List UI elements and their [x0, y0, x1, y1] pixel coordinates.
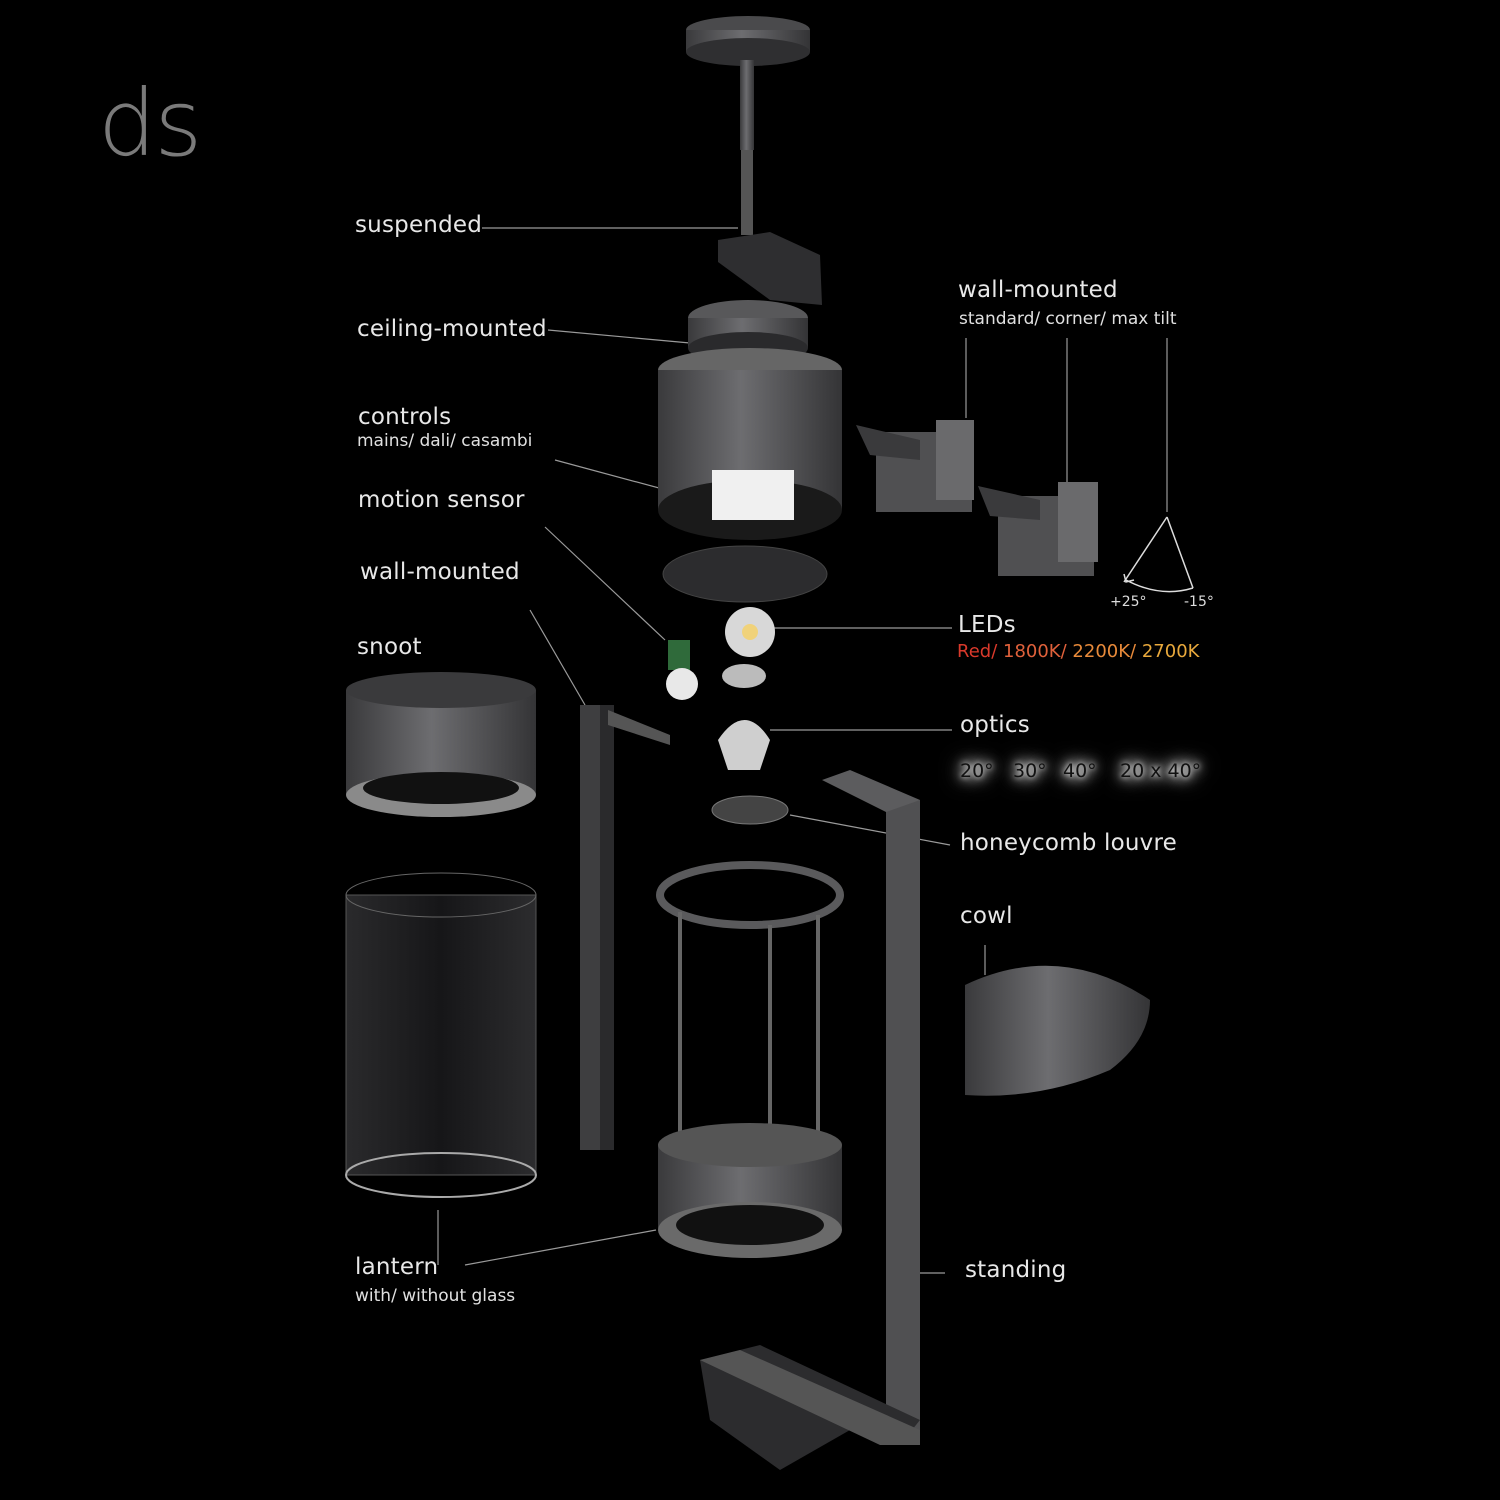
label-leds: LEDs [958, 612, 1016, 638]
label-standing: standing [965, 1257, 1067, 1283]
optic-option: 30° [1013, 760, 1047, 782]
snoot [346, 672, 536, 817]
motion-sensor [666, 640, 698, 700]
label-cowl: cowl [960, 903, 1013, 929]
optic-holder [722, 664, 766, 688]
label-controls: controls [358, 404, 452, 430]
led-option: 1800K/ [1003, 641, 1067, 662]
wall-bracket-standard [856, 420, 974, 512]
leader-lines [437, 227, 1168, 1274]
label-suspended: suspended [355, 212, 483, 238]
optic-option: 20° [960, 760, 994, 782]
lantern-cage [656, 861, 844, 1258]
label-lantern: lantern [355, 1254, 439, 1280]
wall-bracket-corner [978, 482, 1098, 576]
standing-post [700, 770, 920, 1470]
housing [658, 348, 842, 540]
tilt-minus: -15° [1184, 594, 1214, 610]
tilt-plus: +25° [1110, 594, 1147, 610]
label-honeycomb-louvre: honeycomb louvre [960, 830, 1177, 856]
wall-mount-bar [580, 705, 670, 1150]
mounting-plate [662, 545, 828, 603]
tilt-diagram [1123, 516, 1194, 593]
cowl [965, 965, 1150, 1096]
optic-lens [718, 720, 770, 770]
label-wall-mounted-options: standard/ corner/ max tilt [959, 309, 1177, 329]
label-controls-options: mains/ dali/ casambi [357, 431, 533, 451]
suspended-part [686, 16, 822, 305]
led-option: Red/ [957, 641, 998, 662]
label-ceiling-mounted: ceiling-mounted [357, 316, 547, 342]
label-motion-sensor: motion sensor [358, 487, 525, 513]
led-module [725, 607, 775, 657]
label-optics: optics [960, 712, 1030, 738]
optic-option: 20 x 40° [1120, 760, 1202, 782]
led-option: 2700K [1141, 641, 1200, 662]
brand-logo: ds [98, 70, 202, 177]
glass-cylinder [345, 872, 537, 1198]
controls-module [712, 470, 794, 520]
label-snoot: snoot [357, 634, 422, 660]
led-option: 2200K/ [1072, 641, 1137, 662]
label-wall-mounted-left: wall-mounted [360, 559, 520, 585]
label-lantern-options: with/ without glass [355, 1286, 516, 1306]
label-wall-mounted-right: wall-mounted [958, 277, 1118, 303]
optic-option: 40° [1063, 760, 1097, 782]
led-options: Red/ 1800K/ 2200K/ 2700K [957, 641, 1199, 662]
honeycomb-louvre [711, 795, 789, 825]
